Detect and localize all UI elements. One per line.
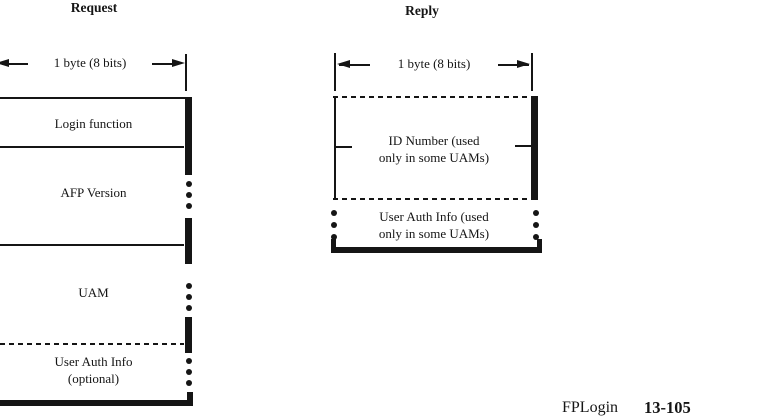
- field-label-login-function: Login function: [54, 116, 133, 131]
- thick-border-segment: [185, 218, 192, 264]
- optional-field-dashed-divider: [0, 343, 184, 345]
- variable-length-dot: [186, 181, 192, 187]
- thick-border-segment: [185, 317, 192, 353]
- variable-length-dot: [186, 283, 192, 289]
- variable-length-dot: [331, 234, 337, 240]
- field-divider: [0, 146, 184, 148]
- reply-title: Reply: [405, 3, 439, 18]
- variable-length-dot: [186, 358, 192, 364]
- packet-top-border: [0, 97, 187, 99]
- dimension-tick: [334, 53, 336, 91]
- byte-boundary-tick: [515, 145, 531, 147]
- variable-length-dot: [186, 192, 192, 198]
- thick-border-segment: [531, 96, 538, 200]
- field-label-afp-version: AFP Version: [60, 185, 127, 200]
- field-label-uam: UAM: [78, 285, 109, 300]
- bottom-corner: [187, 392, 193, 404]
- variable-length-dot: [186, 294, 192, 300]
- footer-page-number: 13-105: [644, 398, 691, 417]
- footer-section-label: FPLogin: [562, 399, 619, 416]
- byte-width-label: 1 byte (8 bits): [370, 56, 498, 72]
- field-divider: [0, 244, 184, 246]
- variable-length-dot: [533, 210, 539, 216]
- byte-width-label: 1 byte (8 bits): [28, 55, 152, 71]
- request-title: Request: [70, 0, 118, 15]
- variable-length-dot: [186, 203, 192, 209]
- optional-field-dashed-divider: [333, 198, 539, 200]
- variable-length-dot: [331, 210, 337, 216]
- dimension-tick: [185, 54, 187, 91]
- variable-length-dot: [331, 222, 337, 228]
- variable-length-dot: [533, 234, 539, 240]
- right-arrowhead-icon: [517, 60, 530, 68]
- variable-length-dot: [533, 222, 539, 228]
- byte-boundary-tick: [336, 146, 352, 148]
- right-arrowhead-icon: [172, 59, 185, 67]
- thick-border-segment: [185, 97, 192, 175]
- field-label-user-auth-info: User Auth Info(optional): [54, 354, 133, 386]
- packet-left-border: [334, 96, 336, 200]
- dimension-tick: [531, 53, 533, 91]
- bottom-corner: [331, 239, 336, 251]
- packet-bottom-border: [331, 247, 542, 253]
- variable-length-dot: [186, 380, 192, 386]
- packet-bottom-border: [0, 400, 193, 406]
- packet-top-dashed-border: [333, 96, 539, 98]
- variable-length-dot: [186, 369, 192, 375]
- variable-length-dot: [186, 305, 192, 311]
- bottom-corner: [537, 239, 542, 251]
